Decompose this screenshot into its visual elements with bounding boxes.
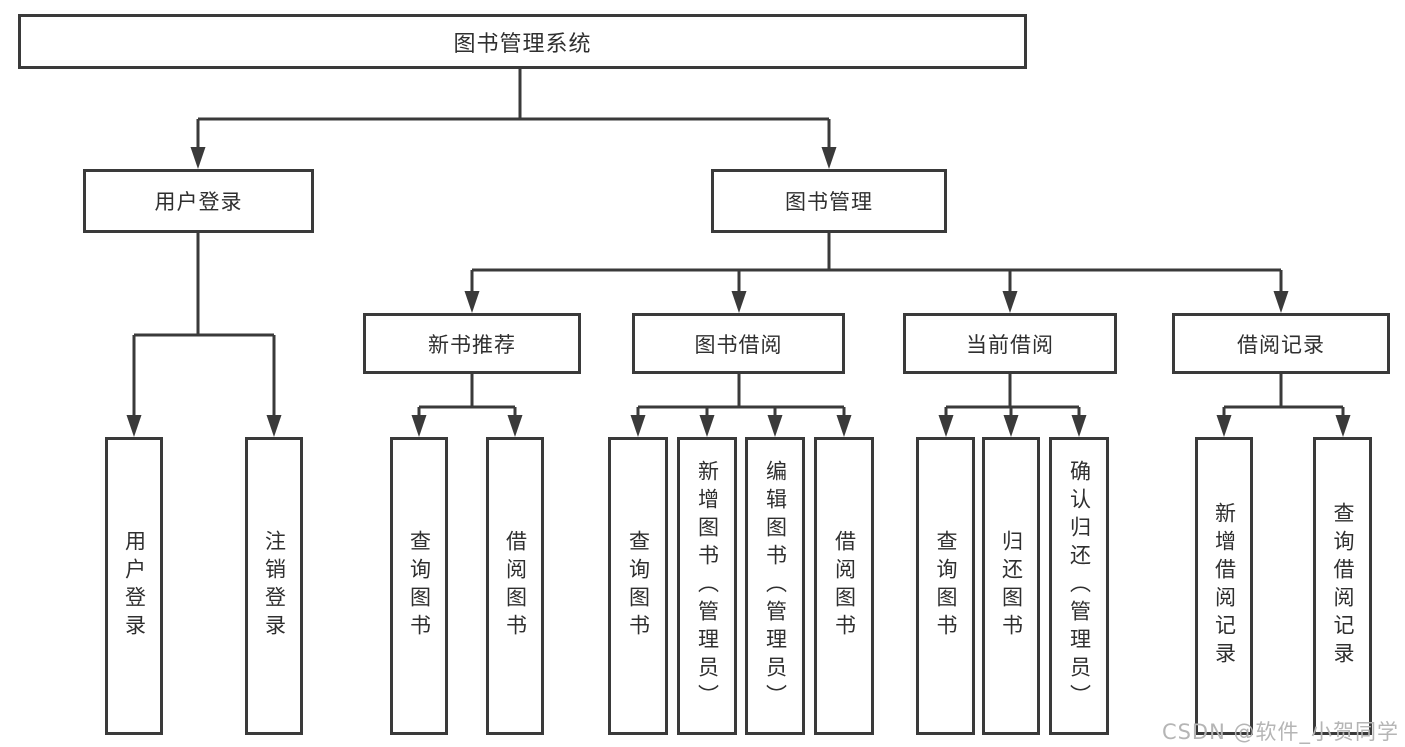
- node-borrow-record: 借阅记录: [1172, 313, 1390, 374]
- arrow-down-icon: [1216, 415, 1232, 437]
- arrow-down-icon: [266, 415, 282, 437]
- arrow-down-icon: [630, 415, 646, 437]
- arrow-down-icon: [126, 415, 142, 437]
- node-borrow-edit-books-admin: 编辑图书（管理员）: [745, 437, 805, 735]
- connector-new-book-children: [417, 374, 517, 418]
- node-current-query-books: 查询图书: [916, 437, 975, 735]
- arrow-down-icon: [1071, 415, 1087, 437]
- connector-borrow-record-children: [1222, 374, 1345, 418]
- connector-root-to-level2: [196, 69, 831, 152]
- node-current-return-books: 归还图书: [982, 437, 1040, 735]
- arrow-down-icon: [507, 415, 523, 437]
- node-borrow-borrow-books: 借阅图书: [814, 437, 874, 735]
- arrow-down-icon: [464, 291, 480, 313]
- node-new-book-recommend: 新书推荐: [363, 313, 581, 374]
- arrow-down-icon: [938, 415, 954, 437]
- connector-book-borrow-children: [636, 374, 846, 418]
- node-current-confirm-return-admin: 确认归还（管理员）: [1049, 437, 1109, 735]
- arrowhead-icons: [126, 147, 1351, 437]
- node-record-add-record: 新增借阅记录: [1195, 437, 1253, 735]
- node-user-login-action: 用户登录: [105, 437, 163, 735]
- node-book-borrow: 图书借阅: [632, 313, 845, 374]
- arrow-down-icon: [767, 415, 783, 437]
- node-record-query-record: 查询借阅记录: [1313, 437, 1372, 735]
- node-newbook-borrow-books: 借阅图书: [486, 437, 544, 735]
- connector-user-login-children: [132, 233, 276, 418]
- arrow-down-icon: [411, 415, 427, 437]
- arrow-down-icon: [1273, 291, 1289, 313]
- arrow-down-icon: [190, 147, 206, 169]
- watermark: CSDN @软件_小贺同学: [1161, 720, 1399, 744]
- arrow-down-icon: [699, 415, 715, 437]
- arrow-down-icon: [821, 147, 837, 169]
- node-root: 图书管理系统: [18, 14, 1027, 69]
- connector-book-mgmt-children: [470, 233, 1283, 294]
- node-borrow-add-books-admin: 新增图书（管理员）: [677, 437, 737, 735]
- arrow-down-icon: [1335, 415, 1351, 437]
- arrow-down-icon: [1003, 415, 1019, 437]
- node-current-borrow: 当前借阅: [903, 313, 1117, 374]
- node-borrow-query-books: 查询图书: [608, 437, 668, 735]
- node-book-management: 图书管理: [711, 169, 947, 233]
- node-newbook-query-books: 查询图书: [390, 437, 448, 735]
- arrow-down-icon: [731, 291, 747, 313]
- connector-current-borrow-children: [944, 374, 1081, 418]
- node-logout-action: 注销登录: [245, 437, 303, 735]
- arrow-down-icon: [836, 415, 852, 437]
- node-user-login: 用户登录: [83, 169, 314, 233]
- arrow-down-icon: [1002, 291, 1018, 313]
